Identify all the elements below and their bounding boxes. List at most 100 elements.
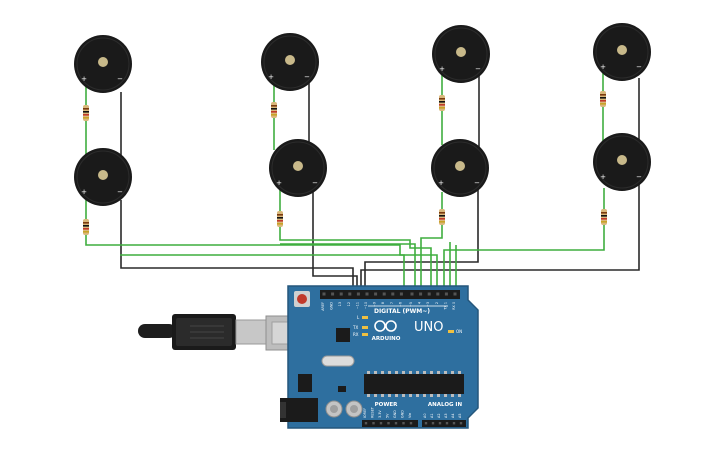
- piezo-buzzer[interactable]: +−: [432, 25, 490, 83]
- digital-pin-label: 8: [381, 302, 385, 304]
- digital-pin-label: RX 0: [452, 302, 456, 310]
- crystal-oscillator: [321, 355, 355, 367]
- piezo-buzzer[interactable]: +−: [431, 139, 489, 197]
- arduino-logo: ARDUINO: [372, 320, 401, 342]
- resistor[interactable]: [277, 211, 283, 227]
- atmega-chip: [364, 374, 464, 394]
- led-l-label: L: [357, 315, 360, 320]
- digital-pin-label: 7: [390, 302, 394, 304]
- digital-pin-label: ~5: [409, 302, 413, 307]
- buzzer-plus-label: +: [439, 65, 445, 73]
- resistor[interactable]: [439, 95, 445, 111]
- signal-wires: [85, 72, 605, 296]
- buzzer-minus-label: −: [475, 65, 481, 73]
- led-rx-label: RX: [353, 332, 359, 337]
- piezo-buzzer[interactable]: +−: [261, 33, 319, 91]
- digital-pin-label: AREF: [321, 302, 325, 311]
- wire-signal-4d: [443, 224, 605, 296]
- buzzer-minus-label: −: [304, 73, 310, 81]
- wire-ground-2b: [312, 188, 358, 290]
- buzzer-center: [617, 155, 627, 165]
- piezo-buzzer[interactable]: +−: [593, 133, 651, 191]
- piezo-buzzer[interactable]: +−: [593, 23, 651, 81]
- buzzer-plus-label: +: [438, 179, 444, 187]
- piezo-buzzer[interactable]: +−: [74, 35, 132, 93]
- digital-header: [320, 290, 460, 299]
- buzzer-plus-label: +: [276, 179, 282, 187]
- resistors: [83, 91, 607, 235]
- buzzer-minus-label: −: [117, 188, 123, 196]
- resistor[interactable]: [439, 209, 445, 225]
- analog-label: ANALOG IN: [428, 402, 463, 408]
- buzzer-plus-label: +: [600, 173, 606, 181]
- voltage-regulator: [298, 374, 312, 392]
- resistor[interactable]: [83, 105, 89, 121]
- power-pin-label: Vin: [408, 413, 412, 418]
- power-pin-label: 3.3V: [378, 410, 382, 418]
- power-pin-label: RESET: [371, 406, 375, 418]
- usb-cable-strain: [138, 324, 176, 338]
- digital-pin-label: 12: [347, 302, 351, 306]
- buzzer-minus-label: −: [312, 179, 318, 187]
- buzzer-center: [455, 161, 465, 171]
- buzzer-center: [456, 47, 466, 57]
- buzzer-minus-label: −: [636, 173, 642, 181]
- power-pin-label: 5V: [386, 413, 390, 418]
- piezo-buzzer[interactable]: +−: [74, 148, 132, 206]
- buzzer-plus-label: +: [600, 63, 606, 71]
- uno-brand: UNO: [414, 320, 443, 335]
- buzzer-center: [98, 170, 108, 180]
- analog-pin-label: A3: [444, 414, 448, 418]
- buzzer-minus-label: −: [474, 179, 480, 187]
- digital-pin-label: ~6: [398, 302, 402, 307]
- buzzers: +−+−+−+−+−+−+−+−: [74, 23, 651, 206]
- ground-wires: [120, 75, 640, 290]
- buzzer-plus-label: +: [268, 73, 274, 81]
- digital-pin-label: GND: [330, 302, 334, 310]
- analog-pin-label: A2: [437, 414, 441, 418]
- piezo-buzzer[interactable]: +−: [269, 139, 327, 197]
- buzzer-plus-label: +: [81, 75, 87, 83]
- power-pin-label: GND: [393, 410, 397, 418]
- digital-pin-label: ~3: [426, 302, 430, 307]
- analog-pin-label: A0: [423, 414, 427, 418]
- digital-pin-label: 13: [338, 302, 342, 306]
- buzzer-minus-label: −: [117, 75, 123, 83]
- power-label: POWER: [375, 402, 399, 408]
- analog-pin-label: A4: [451, 414, 455, 418]
- buzzer-center: [98, 57, 108, 67]
- resistor[interactable]: [600, 91, 606, 107]
- buzzer-minus-label: −: [636, 63, 642, 71]
- digital-pin-label: 4: [418, 302, 422, 304]
- power-header: [362, 420, 418, 427]
- arduino-logo-text: ARDUINO: [372, 336, 401, 342]
- led-on-label: ON: [456, 329, 462, 334]
- digital-pin-label: ~10: [364, 302, 368, 309]
- digital-pin-label: 2: [435, 302, 439, 304]
- analog-header: [422, 420, 466, 427]
- dc-power-jack[interactable]: [280, 398, 318, 422]
- analog-pin-label: A1: [430, 414, 434, 418]
- resistor[interactable]: [271, 102, 277, 118]
- digital-label: DIGITAL (PWM~): [374, 308, 430, 315]
- wire-ground-4b: [360, 182, 640, 290]
- status-leds: L TX RX ON: [352, 315, 462, 337]
- led-tx-label: TX: [352, 325, 358, 330]
- power-pin-label: GND: [401, 410, 405, 418]
- wire-signal-3d: [420, 224, 443, 296]
- resistor[interactable]: [601, 209, 607, 225]
- usb-chip: [336, 328, 350, 342]
- digital-pin-label: ~11: [355, 302, 359, 309]
- buzzer-center: [285, 55, 295, 65]
- wire-signal-1d: [85, 234, 438, 296]
- power-pin-label: IOREF: [363, 408, 367, 418]
- wire-signal-6: [280, 243, 416, 296]
- analog-pin-label: A5: [458, 414, 462, 418]
- buzzer-center: [617, 45, 627, 55]
- resistor[interactable]: [83, 219, 89, 235]
- buzzer-center: [293, 161, 303, 171]
- buzzer-plus-label: +: [81, 188, 87, 196]
- usb-connector: [235, 319, 267, 345]
